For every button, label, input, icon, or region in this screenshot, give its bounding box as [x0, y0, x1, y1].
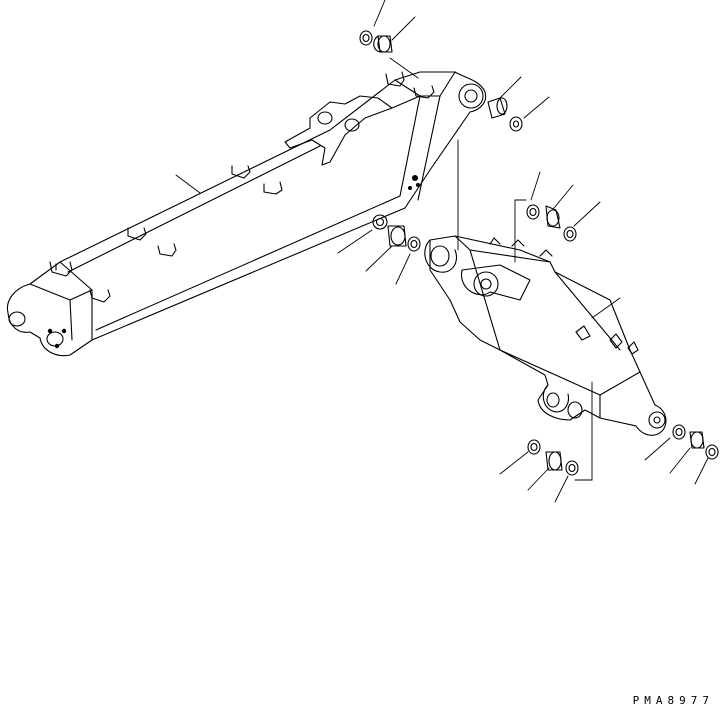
- callout-lines: [175, 0, 709, 503]
- arm: [424, 235, 667, 436]
- boom: [6, 71, 487, 357]
- bushing-set-boom-mid: [372, 214, 421, 252]
- bushing-set-arm-cylinder: [526, 204, 577, 242]
- bushing-set-arm-tip: [672, 424, 719, 460]
- bushing-set-boom-arm-pin: [487, 97, 523, 132]
- pipe-clamps: [49, 71, 435, 303]
- bushing-set-boom-top: [359, 30, 393, 53]
- bushing-set-arm-lower: [527, 439, 579, 476]
- drawing-code-label: PMA8977: [632, 694, 714, 707]
